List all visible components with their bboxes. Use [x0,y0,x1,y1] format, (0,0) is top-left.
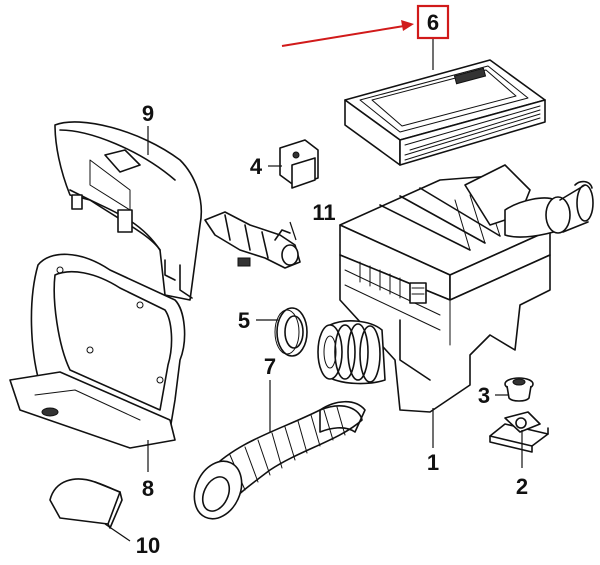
rubber-bushing [504,377,534,402]
highlight-arrow-head [401,20,414,31]
upper-shroud [54,121,203,301]
callout-10: 10 [136,533,160,558]
callout-11: 11 [312,200,335,225]
air-filter-element [344,59,546,166]
leader-11 [289,221,297,241]
callout-5: 5 [238,308,250,333]
callout-1: 1 [427,450,439,475]
highlight-box [416,4,450,40]
grommet-ring [274,307,308,357]
air-cleaner-housing [339,164,594,413]
intake-hose [193,400,366,520]
small-cover [49,478,123,529]
sensor-connector [204,211,301,269]
callout-7: 7 [264,354,276,379]
highlight-annotation [281,4,450,47]
lower-bracket [9,253,186,449]
callout-labels: 6 9 4 11 5 7 3 1 2 8 10 [136,10,528,558]
callout-8: 8 [142,476,154,501]
callout-9: 9 [142,101,154,126]
leader-10 [104,523,131,542]
callout-6: 6 [427,10,439,35]
callout-2: 2 [516,474,528,499]
bellows-coupling [317,320,386,385]
mounting-bracket [489,411,549,453]
leader-lines [104,38,523,542]
highlight-arrow-line [281,25,405,47]
clip-part [279,139,319,189]
callout-4: 4 [250,154,263,179]
callout-3: 3 [478,383,490,408]
